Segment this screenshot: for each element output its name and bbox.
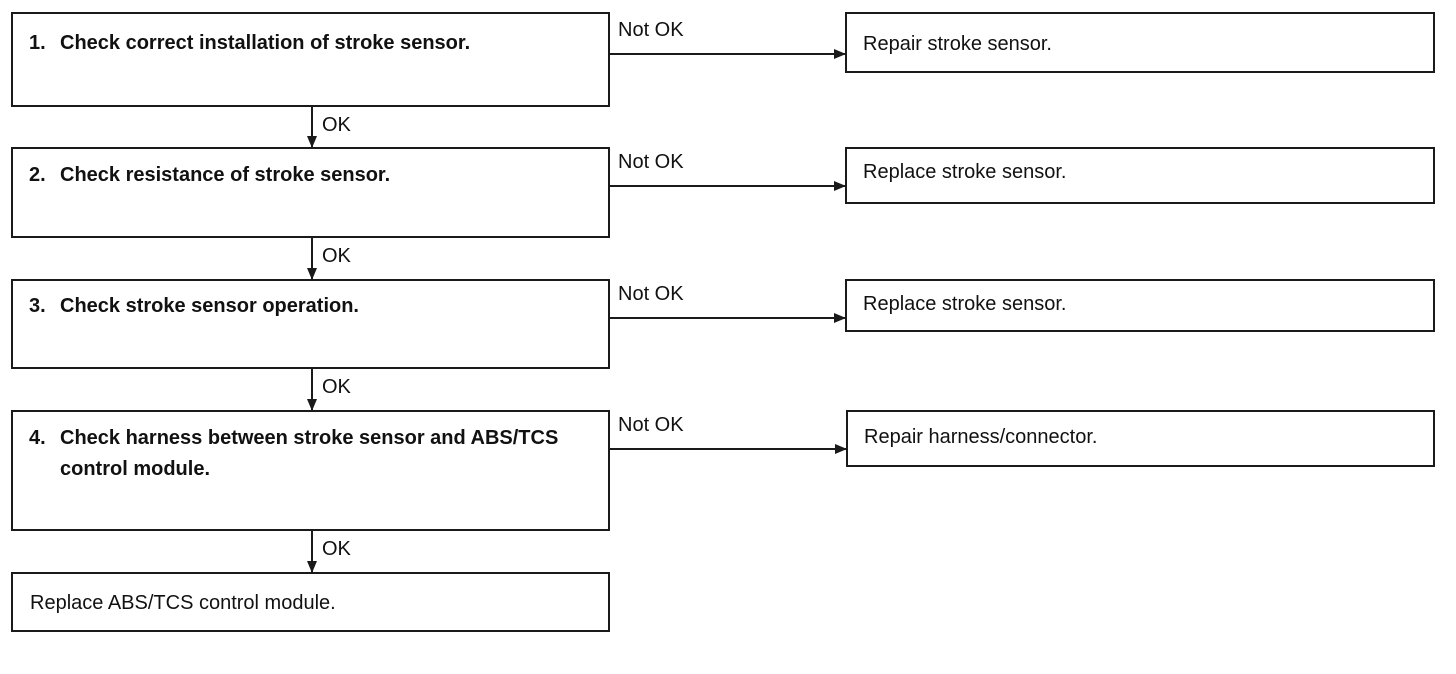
result-box-1 — [845, 12, 1435, 73]
result-text-2: Replace stroke sensor. — [863, 161, 1067, 183]
step-label: Check harness between stroke sensor and … — [60, 427, 559, 480]
step-label: Check resistance of stroke sensor. — [60, 164, 391, 186]
ok-label-3: OK — [322, 376, 351, 398]
final-box — [11, 572, 610, 632]
result-text-3: Replace stroke sensor. — [863, 293, 1067, 315]
result-text-4: Repair harness/connector. — [864, 426, 1098, 448]
step-number: 4. — [29, 427, 46, 449]
step-text-3: 3. Check stroke sensor operation. — [29, 291, 599, 322]
ok-label-4: OK — [322, 538, 351, 560]
step-number: 2. — [29, 164, 46, 186]
not-ok-label-1: Not OK — [618, 19, 684, 41]
step-box-4 — [11, 410, 610, 531]
final-text: Replace ABS/TCS control module. — [30, 592, 336, 614]
not-ok-label-3: Not OK — [618, 283, 684, 305]
result-box-4 — [846, 410, 1435, 467]
ok-label-2: OK — [322, 245, 351, 267]
step-text-4: 4. Check harness between stroke sensor a… — [29, 423, 559, 485]
not-ok-label-4: Not OK — [618, 414, 684, 436]
result-text-1: Repair stroke sensor. — [863, 33, 1052, 55]
step-box-3 — [11, 279, 610, 369]
not-ok-label-2: Not OK — [618, 151, 684, 173]
step-label: Check correct installation of stroke sen… — [60, 32, 471, 54]
step-text-2: 2. Check resistance of stroke sensor. — [29, 160, 599, 191]
step-box-1 — [11, 12, 610, 107]
result-box-2 — [845, 147, 1435, 204]
result-box-3 — [845, 279, 1435, 332]
step-text-1: 1. Check correct installation of stroke … — [29, 28, 599, 59]
step-label: Check stroke sensor operation. — [60, 295, 359, 317]
step-box-2 — [11, 147, 610, 238]
ok-label-1: OK — [322, 114, 351, 136]
step-number: 3. — [29, 295, 46, 317]
step-number: 1. — [29, 32, 46, 54]
